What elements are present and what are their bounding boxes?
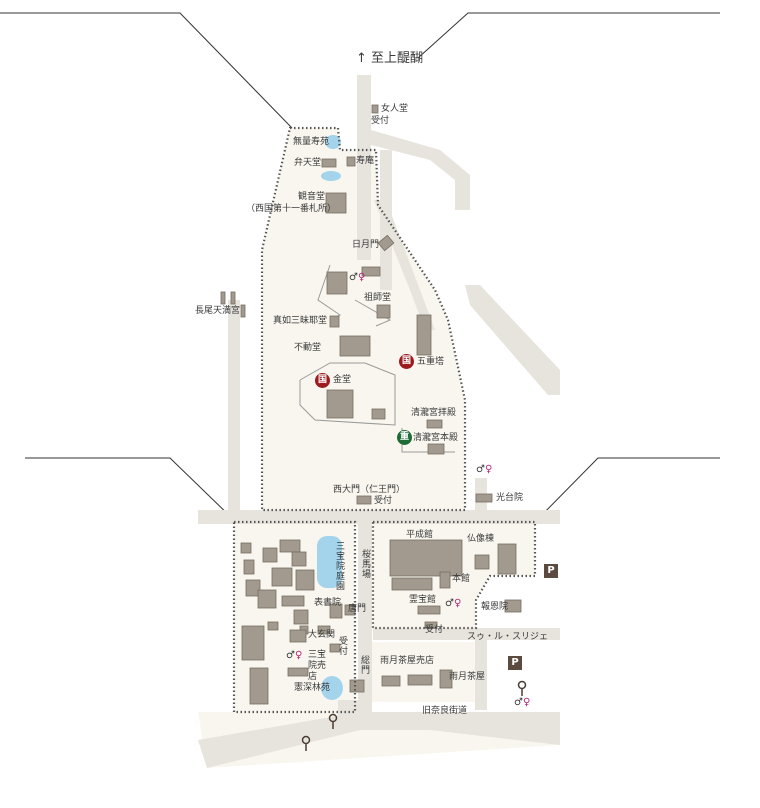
label-omoteshoin: 表書院	[314, 598, 342, 608]
direction-kamidaigo: ↑ 至上醍醐	[356, 51, 424, 66]
road-to-tower	[374, 200, 435, 330]
road-main-horizontal	[198, 510, 560, 524]
label-hoonin: 報恩院	[481, 602, 509, 612]
toilet-icon-reihokan: ♂♀	[445, 598, 461, 610]
toilet-icon-south: ♂♀	[514, 697, 530, 709]
label-karamon: 唐門	[348, 604, 367, 614]
label-kyunaradou: 旧奈良街道	[422, 706, 468, 716]
road-north	[357, 75, 371, 260]
toilet-female-icon: ♀	[294, 650, 303, 661]
upper-precinct-ground	[262, 128, 465, 510]
label-kodaiin: 光台院	[496, 493, 524, 503]
label-gojunoto: 五重塔	[417, 357, 445, 367]
pond-sanboin	[317, 536, 342, 588]
label-seiryugu-honden: 清瀧宮本殿	[413, 433, 459, 443]
toilet-icon-sanboin: ♂♀	[286, 650, 302, 662]
toilet-female-icon: ♀	[357, 272, 366, 283]
toilet-male-icon: ♂	[286, 650, 295, 661]
label-kondo: 金堂	[333, 375, 352, 385]
pin-icons	[301, 680, 527, 751]
label-butsuzoto: 仏像棟	[467, 534, 495, 544]
gojunoto-building	[416, 314, 432, 356]
sanboin-boundary	[232, 520, 357, 714]
parking-icon-east: P	[544, 564, 558, 578]
kokuho-badge-gojunoto: 国	[399, 354, 414, 369]
toilet-female-icon: ♀	[522, 697, 531, 708]
label-kannondo-note: （西国第十一番札所）	[246, 204, 337, 214]
heiseikan-building	[389, 539, 463, 577]
label-sakura-baba: 桜馬場	[360, 549, 370, 579]
label-seiryugu-haiden: 清瀧宮拝殿	[411, 408, 457, 418]
kyunaradou-road	[198, 712, 560, 768]
label-ugetsu-baiten: 雨月茶屋売店	[380, 656, 435, 666]
label-nyonindo: 女人堂	[381, 104, 409, 114]
label-bentendo: 弁天堂	[294, 158, 322, 168]
label-nishiomon: 西大門（仁王門）	[333, 485, 406, 495]
callout-lines	[0, 12, 720, 523]
label-kannondo: 観音堂	[298, 192, 326, 202]
label-sanboin-baiten: 三宝院売店	[308, 650, 327, 682]
label-nyonindo-uketsuke: 受付	[371, 116, 390, 126]
parking-icon-south: P	[508, 656, 522, 670]
reihokan-building	[417, 605, 441, 615]
label-jyuan: 寿庵	[356, 156, 375, 166]
toilet-male-icon: ♂	[476, 464, 485, 475]
juyo-badge-seiryugu: 重	[397, 430, 412, 445]
label-daigenkan: 大玄関	[308, 630, 336, 640]
label-cafe: スゥ・ル・スリジェ	[467, 632, 549, 642]
pond-muryojuen	[325, 135, 341, 149]
label-nichigetsumon: 日月門	[352, 240, 380, 250]
label-honkan: 本館	[452, 574, 471, 584]
toilet-male-icon: ♂	[349, 272, 358, 283]
label-reihokan: 霊宝館	[409, 595, 437, 605]
toilet-icon-kodaiin: ♂♀	[476, 464, 492, 476]
toilet-male-icon: ♂	[514, 697, 523, 708]
label-kenshinrinen: 憲深林苑	[294, 683, 331, 693]
label-nishiomon-uketsuke: 受付	[374, 496, 393, 506]
label-sanboin-uketsuke: 受付	[337, 636, 347, 656]
pond-kenshinrin	[321, 676, 343, 700]
label-ugetsu-chaya: 雨月茶屋	[449, 672, 486, 682]
label-reihokan-uketsuke: 受付	[425, 625, 444, 635]
toilet-icon-upper: ♂♀	[349, 272, 365, 284]
toilet-female-icon: ♀	[484, 464, 493, 475]
buildings	[220, 104, 522, 705]
toilet-female-icon: ♀	[453, 598, 462, 609]
label-soumon: 総門	[359, 655, 369, 675]
label-fudodo: 不動堂	[294, 343, 322, 353]
pond-bentendo	[321, 171, 341, 181]
ponds	[317, 135, 343, 700]
kannondo-building	[325, 192, 347, 214]
roads	[198, 75, 560, 768]
kokuho-badge-kondo: 国	[315, 373, 330, 388]
daigenkan-building	[289, 629, 307, 643]
label-muryojuen: 無量寿苑	[293, 137, 330, 147]
kondo-building	[326, 389, 354, 419]
label-soshido: 祖師堂	[364, 293, 392, 303]
road-sakura-baba	[358, 520, 372, 720]
label-heiseikan: 平成館	[406, 530, 434, 540]
label-nagao: 長尾天満宮	[195, 306, 241, 316]
label-shinnyo: 真如三昧耶堂	[273, 316, 328, 326]
road-west	[228, 300, 240, 515]
label-sanboin-teien: 三宝院庭園	[334, 541, 344, 591]
toilet-male-icon: ♂	[445, 598, 454, 609]
precinct-boundaries	[232, 126, 537, 714]
